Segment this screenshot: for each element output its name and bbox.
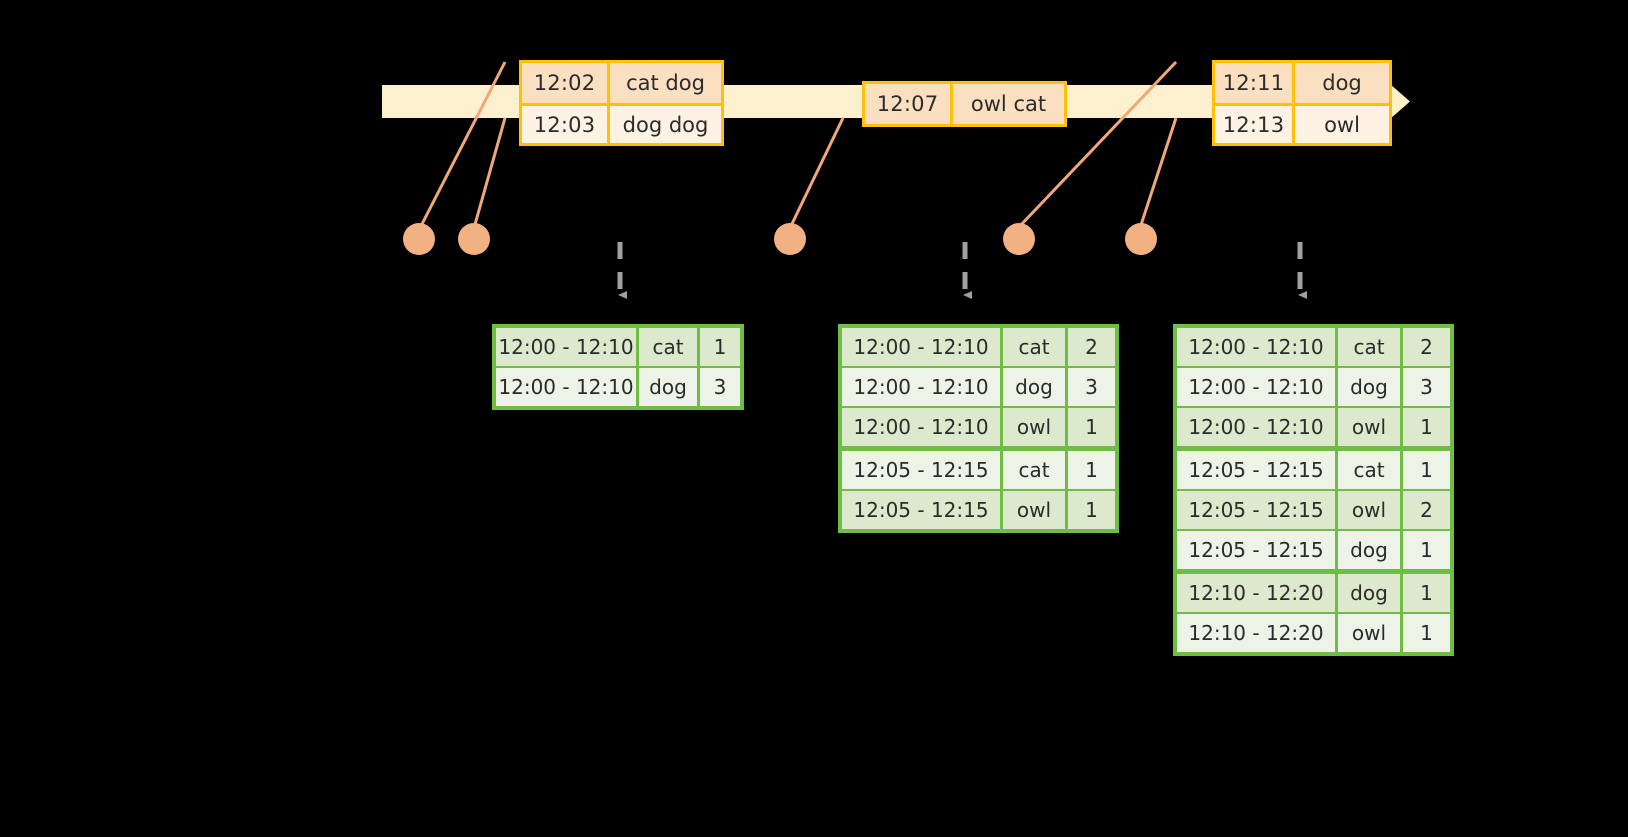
word-cell: dog: [1338, 531, 1400, 569]
window-cell: 12:00 - 12:10: [842, 328, 1000, 366]
event-time: 12:03: [522, 106, 610, 143]
table-row[interactable]: 12:00 - 12:10 owl 1: [1177, 408, 1450, 446]
word-cell: cat: [1003, 451, 1065, 489]
event-group-3[interactable]: 12:11 dog 12:13 owl: [1212, 60, 1392, 146]
count-cell: 3: [1068, 368, 1115, 406]
word-cell: dog: [1338, 368, 1400, 406]
table-row[interactable]: 12:00 - 12:10 owl 1: [842, 408, 1115, 446]
window-cell: 12:00 - 12:10: [1177, 328, 1335, 366]
count-cell: 1: [1403, 531, 1450, 569]
table-row[interactable]: 12:05 - 12:15 owl 2: [1177, 491, 1450, 529]
result-table-2[interactable]: 12:00 - 12:10 cat 2 12:00 - 12:10 dog 3 …: [838, 324, 1119, 533]
window-cell: 12:00 - 12:10: [1177, 368, 1335, 406]
event-group-2[interactable]: 12:07 owl cat: [862, 81, 1067, 127]
result-table-3[interactable]: 12:00 - 12:10 cat 2 12:00 - 12:10 dog 3 …: [1173, 324, 1454, 656]
table-row[interactable]: 12:00 - 12:10 dog 3: [1177, 368, 1450, 406]
word-cell: owl: [1338, 614, 1400, 652]
count-cell: 1: [1403, 451, 1450, 489]
event-row[interactable]: 12:02 cat dog: [522, 63, 721, 103]
count-cell: 1: [1068, 451, 1115, 489]
event-time: 12:13: [1215, 106, 1295, 143]
table-row[interactable]: 12:00 - 12:10 cat 2: [1177, 328, 1450, 366]
event-text: owl: [1324, 112, 1360, 137]
word-cell: dog: [1338, 574, 1400, 612]
connector-dot: [458, 223, 490, 255]
word-cell: dog: [639, 368, 697, 406]
connector-dot: [1125, 223, 1157, 255]
word-cell: cat: [1338, 451, 1400, 489]
table-row[interactable]: 12:10 - 12:20 owl 1: [1177, 614, 1450, 652]
event-text: owl cat: [970, 92, 1047, 116]
event-time: 12:07: [865, 84, 953, 124]
table-row[interactable]: 12:10 - 12:20 dog 1: [1177, 574, 1450, 612]
window-cell: 12:00 - 12:10: [496, 368, 636, 406]
count-cell: 1: [1068, 408, 1115, 446]
event-time: 12:11: [1215, 63, 1295, 103]
window-cell: 12:10 - 12:20: [1177, 574, 1335, 612]
table-row[interactable]: 12:00 - 12:10 cat 1: [496, 328, 740, 366]
window-cell: 12:05 - 12:15: [842, 491, 1000, 529]
count-cell: 1: [1403, 574, 1450, 612]
word-cell: owl: [1338, 491, 1400, 529]
window-cell: 12:05 - 12:15: [842, 451, 1000, 489]
word-cell: owl: [1003, 491, 1065, 529]
count-cell: 3: [1403, 368, 1450, 406]
table-row[interactable]: 12:00 - 12:10 cat 2: [842, 328, 1115, 366]
connector-dots: [403, 223, 1157, 255]
event-text: cat dog: [626, 71, 705, 95]
window-cell: 12:00 - 12:10: [842, 408, 1000, 446]
word-cell: owl: [1003, 408, 1065, 446]
result-table-1[interactable]: 12:00 - 12:10 cat 1 12:00 - 12:10 dog 3: [492, 324, 744, 410]
table-row[interactable]: 12:05 - 12:15 cat 1: [1177, 451, 1450, 489]
window-cell: 12:00 - 12:10: [842, 368, 1000, 406]
count-cell: 2: [1403, 328, 1450, 366]
connector-dot: [1003, 223, 1035, 255]
window-cell: 12:10 - 12:20: [1177, 614, 1335, 652]
count-cell: 1: [700, 328, 740, 366]
window-cell: 12:00 - 12:10: [496, 328, 636, 366]
window-cell: 12:05 - 12:15: [1177, 531, 1335, 569]
word-cell: cat: [1338, 328, 1400, 366]
event-group-1[interactable]: 12:02 cat dog 12:03 dog dog: [519, 60, 724, 146]
event-row[interactable]: 12:07 owl cat: [865, 84, 1064, 124]
table-row[interactable]: 12:05 - 12:15 dog 1: [1177, 531, 1450, 569]
count-cell: 1: [1403, 408, 1450, 446]
count-cell: 1: [1068, 491, 1115, 529]
count-cell: 2: [1068, 328, 1115, 366]
window-cell: 12:00 - 12:10: [1177, 408, 1335, 446]
word-cell: dog: [1003, 368, 1065, 406]
table-row[interactable]: 12:05 - 12:15 cat 1: [842, 451, 1115, 489]
event-text: dog: [1322, 71, 1362, 95]
event-row[interactable]: 12:13 owl: [1215, 103, 1389, 143]
connector-dot: [774, 223, 806, 255]
dashed-arrows: [617, 242, 1307, 299]
event-row[interactable]: 12:11 dog: [1215, 63, 1389, 103]
event-text: dog dog: [622, 112, 709, 137]
connector-dot: [403, 223, 435, 255]
table-row[interactable]: 12:05 - 12:15 owl 1: [842, 491, 1115, 529]
count-cell: 1: [1403, 614, 1450, 652]
count-cell: 3: [700, 368, 740, 406]
word-cell: owl: [1338, 408, 1400, 446]
event-time: 12:02: [522, 63, 610, 103]
count-cell: 2: [1403, 491, 1450, 529]
window-cell: 12:05 - 12:15: [1177, 451, 1335, 489]
table-row[interactable]: 12:00 - 12:10 dog 3: [842, 368, 1115, 406]
word-cell: cat: [1003, 328, 1065, 366]
word-cell: cat: [639, 328, 697, 366]
event-row[interactable]: 12:03 dog dog: [522, 103, 721, 143]
table-row[interactable]: 12:00 - 12:10 dog 3: [496, 368, 740, 406]
window-cell: 12:05 - 12:15: [1177, 491, 1335, 529]
